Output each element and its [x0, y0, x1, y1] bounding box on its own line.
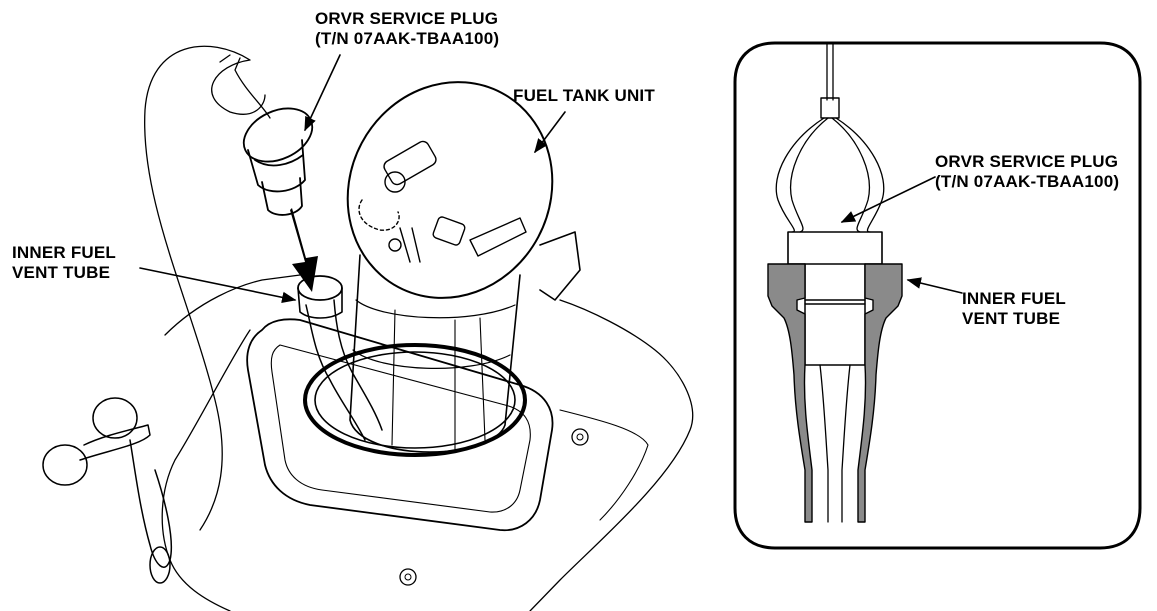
install-direction-arrow	[290, 208, 318, 292]
label-fuel-tank-unit: FUEL TANK UNIT	[513, 86, 655, 106]
detail-view	[733, 41, 1142, 550]
fuel-tank-unit-connector-tab	[539, 231, 581, 301]
label-line: VENT TUBE	[12, 263, 111, 282]
leader-vent-tube-main	[139, 267, 297, 304]
detail-tether-loop	[775, 117, 885, 233]
inner-fuel-vent-tube	[305, 299, 383, 441]
label-line: INNER FUEL	[12, 243, 116, 262]
fuel-tank-unit-body	[349, 254, 521, 453]
body-panel-outline	[161, 274, 694, 611]
fuel-tank-unit-body-band	[352, 299, 516, 369]
label-orvr-service-plug-main: ORVR SERVICE PLUG (T/N 07AAK-TBAA100)	[315, 9, 499, 49]
label-line: INNER FUEL	[962, 289, 1066, 308]
tank-opening-flange	[246, 318, 554, 532]
tether-wire	[144, 45, 266, 531]
label-orvr-service-plug-detail: ORVR SERVICE PLUG (T/N 07AAK-TBAA100)	[935, 152, 1119, 192]
label-inner-fuel-vent-tube-detail: INNER FUEL VENT TUBE	[962, 289, 1066, 329]
label-line: FUEL TANK UNIT	[513, 86, 655, 105]
fastener-2	[399, 568, 417, 586]
seal-ring-outer	[303, 343, 527, 457]
orvr-service-plug	[242, 107, 314, 216]
detail-inner-tube	[819, 364, 851, 523]
label-line: ORVR SERVICE PLUG	[935, 152, 1119, 171]
detail-plug-cap	[787, 231, 883, 265]
detail-tether-wire	[826, 42, 834, 101]
label-line: VENT TUBE	[962, 309, 1061, 328]
leader-orvr-main	[304, 54, 341, 132]
leader-vent-tube-detail	[906, 277, 963, 294]
label-inner-fuel-vent-tube-main: INNER FUEL VENT TUBE	[12, 243, 116, 283]
tether-clip	[42, 397, 173, 584]
label-line: (T/N 07AAK-TBAA100)	[315, 29, 500, 48]
top-components	[358, 140, 527, 263]
detail-vent-tube-section-left	[767, 263, 813, 523]
tether-wire-loop	[219, 54, 271, 119]
seal-ring-inner	[314, 351, 516, 449]
body-panel-inner-outline	[559, 409, 649, 521]
label-line: (T/N 07AAK-TBAA100)	[935, 172, 1120, 191]
leader-tank-unit	[534, 111, 566, 154]
label-line: ORVR SERVICE PLUG	[315, 9, 499, 28]
leader-orvr-detail	[840, 176, 936, 223]
detail-frame-border	[733, 41, 1142, 550]
detail-plug-body	[804, 263, 866, 366]
fuel-tank-unit-top-flange	[346, 81, 554, 299]
fastener-1	[571, 428, 589, 446]
main-view	[42, 45, 694, 611]
tank-opening-flange-inner	[270, 344, 531, 513]
detail-vent-tube-section-right	[857, 263, 903, 523]
fuel-tank-unit-body-ribs	[391, 309, 486, 451]
